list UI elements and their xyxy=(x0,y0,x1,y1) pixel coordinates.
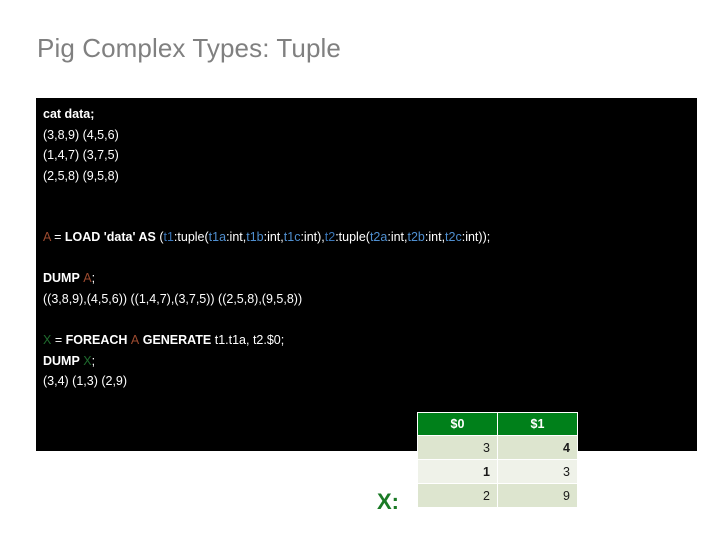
field-t1c-type: :int), xyxy=(300,230,325,244)
field-t2a-type: :int, xyxy=(387,230,408,244)
field-t1b: t1b xyxy=(246,230,264,244)
table-header-row: $0 $1 xyxy=(417,412,578,436)
cell-r0-c0: 3 xyxy=(417,435,498,460)
result-table-label: X: xyxy=(377,489,399,514)
field-t1b-type: :int, xyxy=(263,230,284,244)
dump-x-semicolon: ; xyxy=(91,353,96,368)
dump-keyword: DUMP xyxy=(43,271,80,285)
code-block-load: A = LOAD 'data' AS (t1:tuple(t1a:int,t1b… xyxy=(43,227,490,248)
cat-output-line-1: (3,8,9) (4,5,6) xyxy=(43,127,119,142)
dump-relation-a: A xyxy=(83,271,92,285)
foreach-keyword: FOREACH xyxy=(65,333,128,347)
load-statement-line: A = LOAD 'data' AS (t1:tuple(t1a:int,t1b… xyxy=(43,227,490,248)
foreach-relation-x: X xyxy=(43,333,52,347)
foreach-equals: = xyxy=(51,333,66,347)
dump-a-semicolon: ; xyxy=(91,271,96,285)
cat-output-line-2: (1,4,7) (3,7,5) xyxy=(43,148,119,162)
table-row: 1 3 xyxy=(417,459,578,484)
load-relation-a: A xyxy=(43,230,51,244)
code-block-dump-a: DUMP A; ((3,8,9),(4,5,6)) ((1,4,7),(3,7,… xyxy=(43,268,302,309)
dump-a-output-line: ((3,8,9),(4,5,6)) ((1,4,7),(3,7,5)) ((2,… xyxy=(43,291,303,306)
cat-command-line: cat data; xyxy=(43,104,119,125)
code-block-cat: cat data; (3,8,9) (4,5,6) (1,4,7) (3,7,5… xyxy=(43,104,119,186)
dump-x-keyword: DUMP xyxy=(43,353,80,368)
column-header-0: $0 xyxy=(417,412,498,436)
load-open-paren: ( xyxy=(155,230,164,244)
result-table: $0 $1 3 4 1 3 2 9 xyxy=(417,412,578,508)
cat-command-text: cat data; xyxy=(43,107,95,121)
code-block-foreach: X = FOREACH A GENERATE t1.t1a, t2.$0; DU… xyxy=(43,330,284,392)
cell-r1-c0: 1 xyxy=(417,459,498,484)
field-t1: t1 xyxy=(163,230,174,244)
cat-output-line-3: (2,5,8) (9,5,8) xyxy=(43,168,119,183)
field-t2b: t2b xyxy=(407,230,425,244)
field-t2-type: :tuple( xyxy=(335,230,370,244)
load-equals: = xyxy=(50,230,65,244)
column-header-1: $1 xyxy=(497,412,578,436)
cell-r2-c1: 9 xyxy=(497,483,578,508)
field-t2: t2 xyxy=(324,230,336,244)
field-t1a: t1a xyxy=(208,230,227,244)
load-keyword: LOAD xyxy=(64,230,101,244)
field-t2b-type: :int, xyxy=(424,230,446,244)
dump-relation-x: X xyxy=(83,353,92,368)
table-row: 3 4 xyxy=(417,435,578,460)
field-t2c: t2c xyxy=(445,230,462,244)
field-t2a: t2a xyxy=(369,230,388,244)
foreach-projection: t1.t1a, t2.$0; xyxy=(211,333,285,347)
cell-r2-c0: 2 xyxy=(417,483,498,508)
load-path: 'data' xyxy=(100,230,139,244)
foreach-statement-line: X = FOREACH A GENERATE t1.t1a, t2.$0; xyxy=(43,330,284,351)
field-t2c-type: :int)); xyxy=(461,230,491,244)
generate-keyword: GENERATE xyxy=(142,333,212,347)
field-t1c: t1c xyxy=(283,230,301,244)
dump-x-command-line: DUMP X; xyxy=(43,351,284,372)
table-row: 2 9 xyxy=(417,483,578,508)
field-t1a-type: :int, xyxy=(226,230,247,244)
field-t1-type: :tuple( xyxy=(173,230,209,244)
cell-r0-c1: 4 xyxy=(497,435,578,460)
foreach-source-a: A xyxy=(130,333,140,347)
as-keyword: AS xyxy=(138,230,156,244)
dump-a-command-line: DUMP A; xyxy=(43,268,302,289)
terminal-code-panel: cat data; (3,8,9) (4,5,6) (1,4,7) (3,7,5… xyxy=(36,98,697,451)
dump-x-output-line: (3,4) (1,3) (2,9) xyxy=(43,374,128,388)
cell-r1-c1: 3 xyxy=(497,459,578,484)
page-title: Pig Complex Types: Tuple xyxy=(37,33,341,63)
